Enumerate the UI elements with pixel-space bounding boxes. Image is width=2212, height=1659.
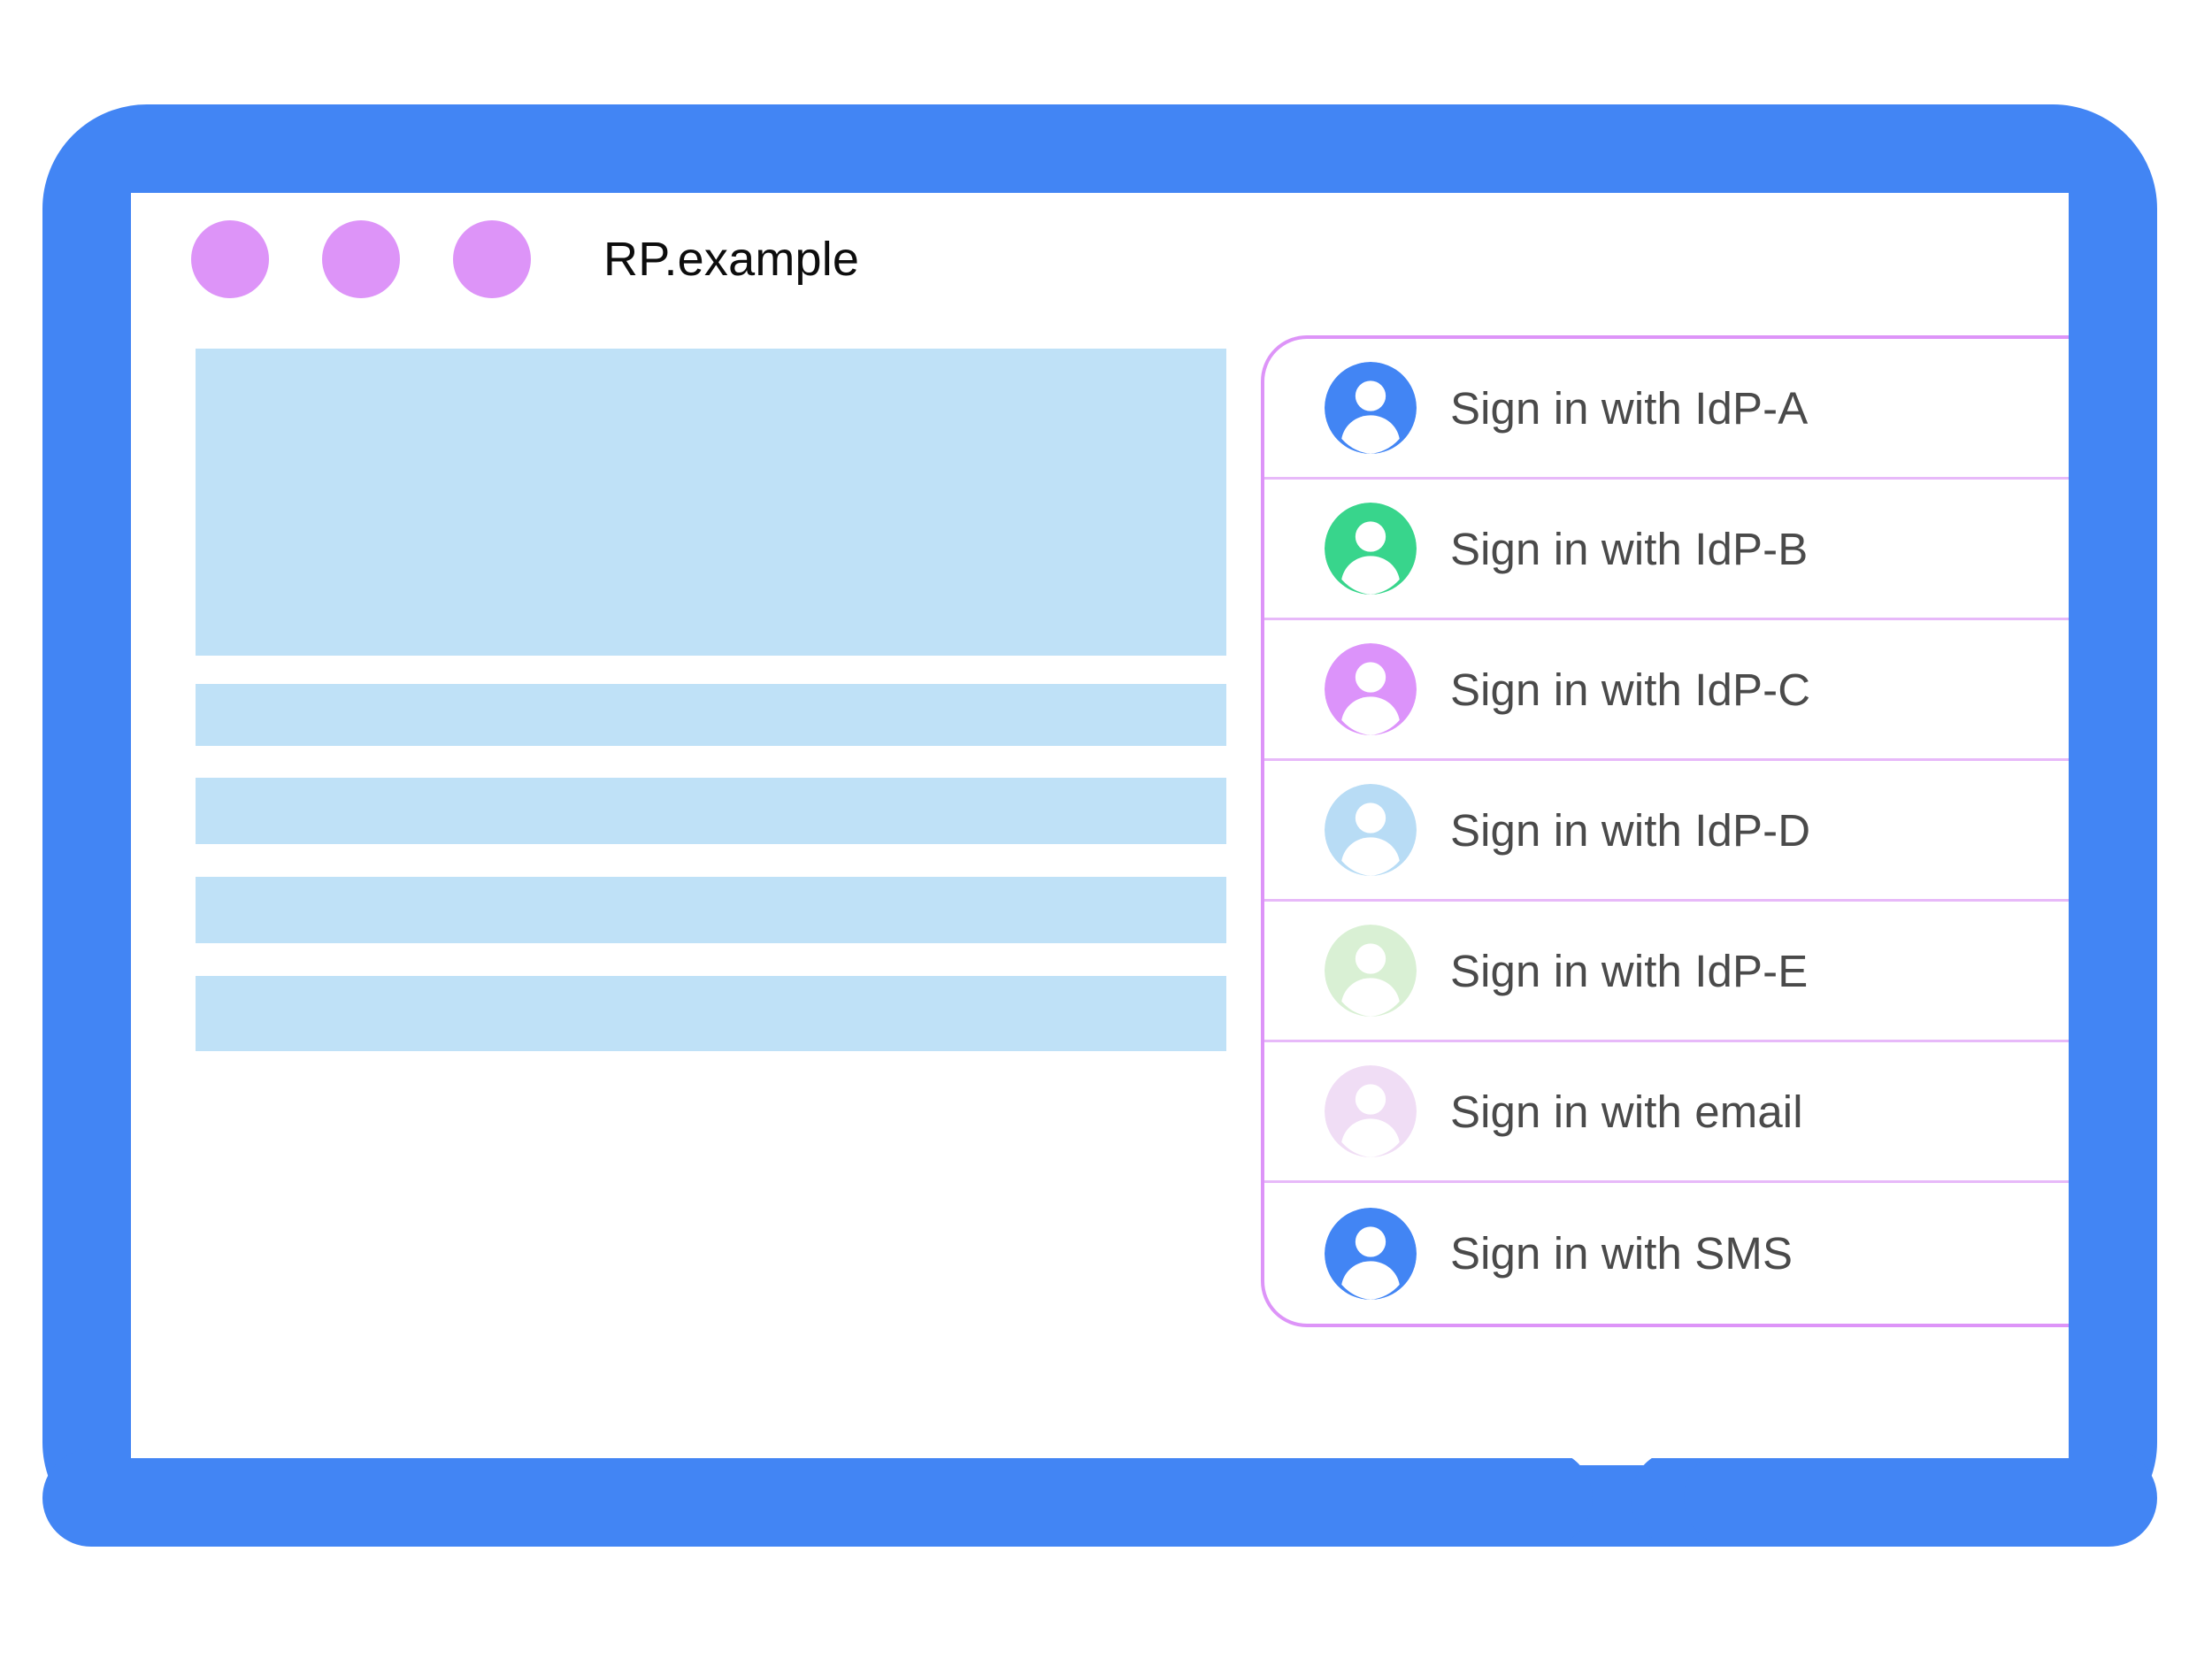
signin-option-row[interactable]: Sign in with SMS: [1264, 1183, 2069, 1324]
content-placeholder-bar-2: [196, 778, 1226, 844]
signin-option-row[interactable]: Sign in with IdP-B: [1264, 480, 2069, 620]
signin-option-label: Sign in with IdP-E: [1450, 945, 1809, 996]
titlebar-dot-2-icon[interactable]: [322, 220, 400, 298]
account-avatar-icon: [1325, 643, 1417, 735]
signin-option-label: Sign in with IdP-B: [1450, 523, 1809, 574]
content-placeholder-bar-1: [196, 684, 1226, 746]
signin-option-label: Sign in with SMS: [1450, 1228, 1793, 1279]
page-title: RP.example: [603, 233, 860, 286]
account-avatar-icon: [1325, 362, 1417, 454]
account-avatar-icon: [1325, 925, 1417, 1017]
account-avatar-icon: [1325, 784, 1417, 876]
content-placeholder-hero: [196, 349, 1226, 656]
signin-option-label: Sign in with email: [1450, 1086, 1803, 1137]
content-placeholder-column: [196, 349, 1226, 1051]
signin-account-chooser-panel: Sign in with IdP-A Sign in with IdP-B Sign…: [1261, 335, 2069, 1327]
titlebar: RP.example: [131, 193, 2069, 326]
signin-option-label: Sign in with IdP-A: [1450, 382, 1809, 434]
signin-option-row[interactable]: Sign in with email: [1264, 1042, 2069, 1183]
signin-option-row[interactable]: Sign in with IdP-C: [1264, 620, 2069, 761]
account-avatar-icon: [1325, 503, 1417, 595]
content-placeholder-bar-3: [196, 877, 1226, 943]
signin-option-row[interactable]: Sign in with IdP-A: [1264, 339, 2069, 480]
titlebar-dot-3-icon[interactable]: [453, 220, 531, 298]
content-placeholder-bar-4: [196, 976, 1226, 1051]
account-avatar-icon: [1325, 1065, 1417, 1157]
account-avatar-icon: [1325, 1207, 1417, 1300]
signin-option-label: Sign in with IdP-C: [1450, 664, 1811, 715]
titlebar-dot-1-icon[interactable]: [191, 220, 269, 298]
signin-option-row[interactable]: Sign in with IdP-E: [1264, 902, 2069, 1042]
signin-option-label: Sign in with IdP-D: [1450, 804, 1811, 856]
signin-option-row[interactable]: Sign in with IdP-D: [1264, 761, 2069, 902]
